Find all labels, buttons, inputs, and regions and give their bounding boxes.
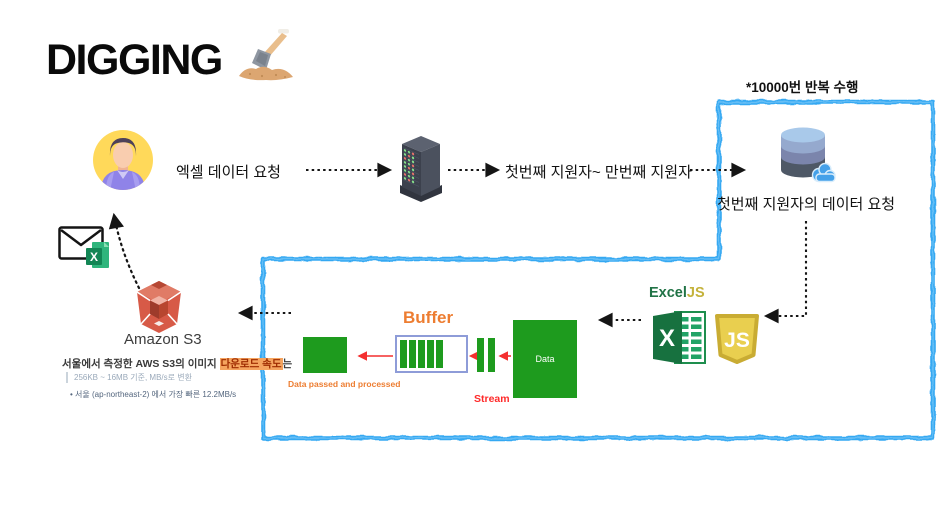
data-box-label: Data xyxy=(535,354,555,364)
user-avatar-icon xyxy=(93,130,153,190)
stream-bars xyxy=(477,338,495,372)
amazon-s3-icon xyxy=(136,281,182,333)
excel-logo-letter: X xyxy=(659,325,675,352)
stream-bar xyxy=(488,338,495,372)
exceljs-brand-js: JS xyxy=(686,285,705,301)
buffer-title: Buffer xyxy=(403,308,454,327)
loop-region-border-texture xyxy=(262,101,934,439)
s3-note-headline-suffix: 는 xyxy=(282,358,293,370)
stream-label: Stream xyxy=(474,393,510,405)
page-title: DIGGING xyxy=(46,36,223,84)
shovel-icon xyxy=(239,29,293,81)
excel-attachment-icon: X xyxy=(86,242,109,268)
js-logo-letters: JS xyxy=(724,329,750,352)
amazon-s3-label: Amazon S3 xyxy=(124,331,202,348)
cloud-database-icon xyxy=(781,127,836,183)
processed-data-box xyxy=(303,337,347,373)
repeat-count-note: *10000번 반복 수행 xyxy=(746,80,859,95)
processed-data-label: Data passed and processed xyxy=(288,379,401,389)
buffer-chunk xyxy=(400,340,407,368)
s3-note-headline-highlight: 다운로드 속도 xyxy=(219,358,283,370)
exceljs-brand: ExcelJS xyxy=(649,285,705,301)
buffer-chunk xyxy=(436,340,443,368)
stream-bar xyxy=(477,338,484,372)
buffer-chunk xyxy=(427,340,434,368)
applicants-range-label: 첫번째 지원자~ 만번째 지원자 xyxy=(505,164,692,181)
s3-note-basis: 256KB ~ 16MB 기준, MB/s로 변환 xyxy=(66,372,192,383)
buffer-chunk xyxy=(418,340,425,368)
excel-logo-icon: X xyxy=(653,311,706,364)
data-box: Data xyxy=(513,320,577,398)
buffer-chunk xyxy=(409,340,416,368)
first-applicant-request-label: 첫번째 지원자의 데이터 요청 xyxy=(717,196,896,213)
arrow-database-to-exceljs xyxy=(763,221,808,324)
s3-note-headline: 서울에서 측정한 AWS S3의 이미지 다운로드 속도는 xyxy=(62,356,292,371)
s3-note-bullet: • 서울 (ap-northeast-2) 에서 가장 빠른 12.2MB/s xyxy=(70,390,237,399)
s3-note-headline-prefix: 서울에서 측정한 AWS S3의 이미지 xyxy=(62,358,220,370)
js-logo-icon: JS xyxy=(715,314,759,364)
server-rack-icon xyxy=(400,136,442,202)
arrow-s3-to-user xyxy=(108,212,141,290)
exceljs-brand-excel: Excel xyxy=(649,285,687,301)
buffer-box xyxy=(395,335,468,373)
excel-request-label: 엑셀 데이터 요청 xyxy=(176,164,281,181)
excel-attachment-letter: X xyxy=(90,250,98,264)
